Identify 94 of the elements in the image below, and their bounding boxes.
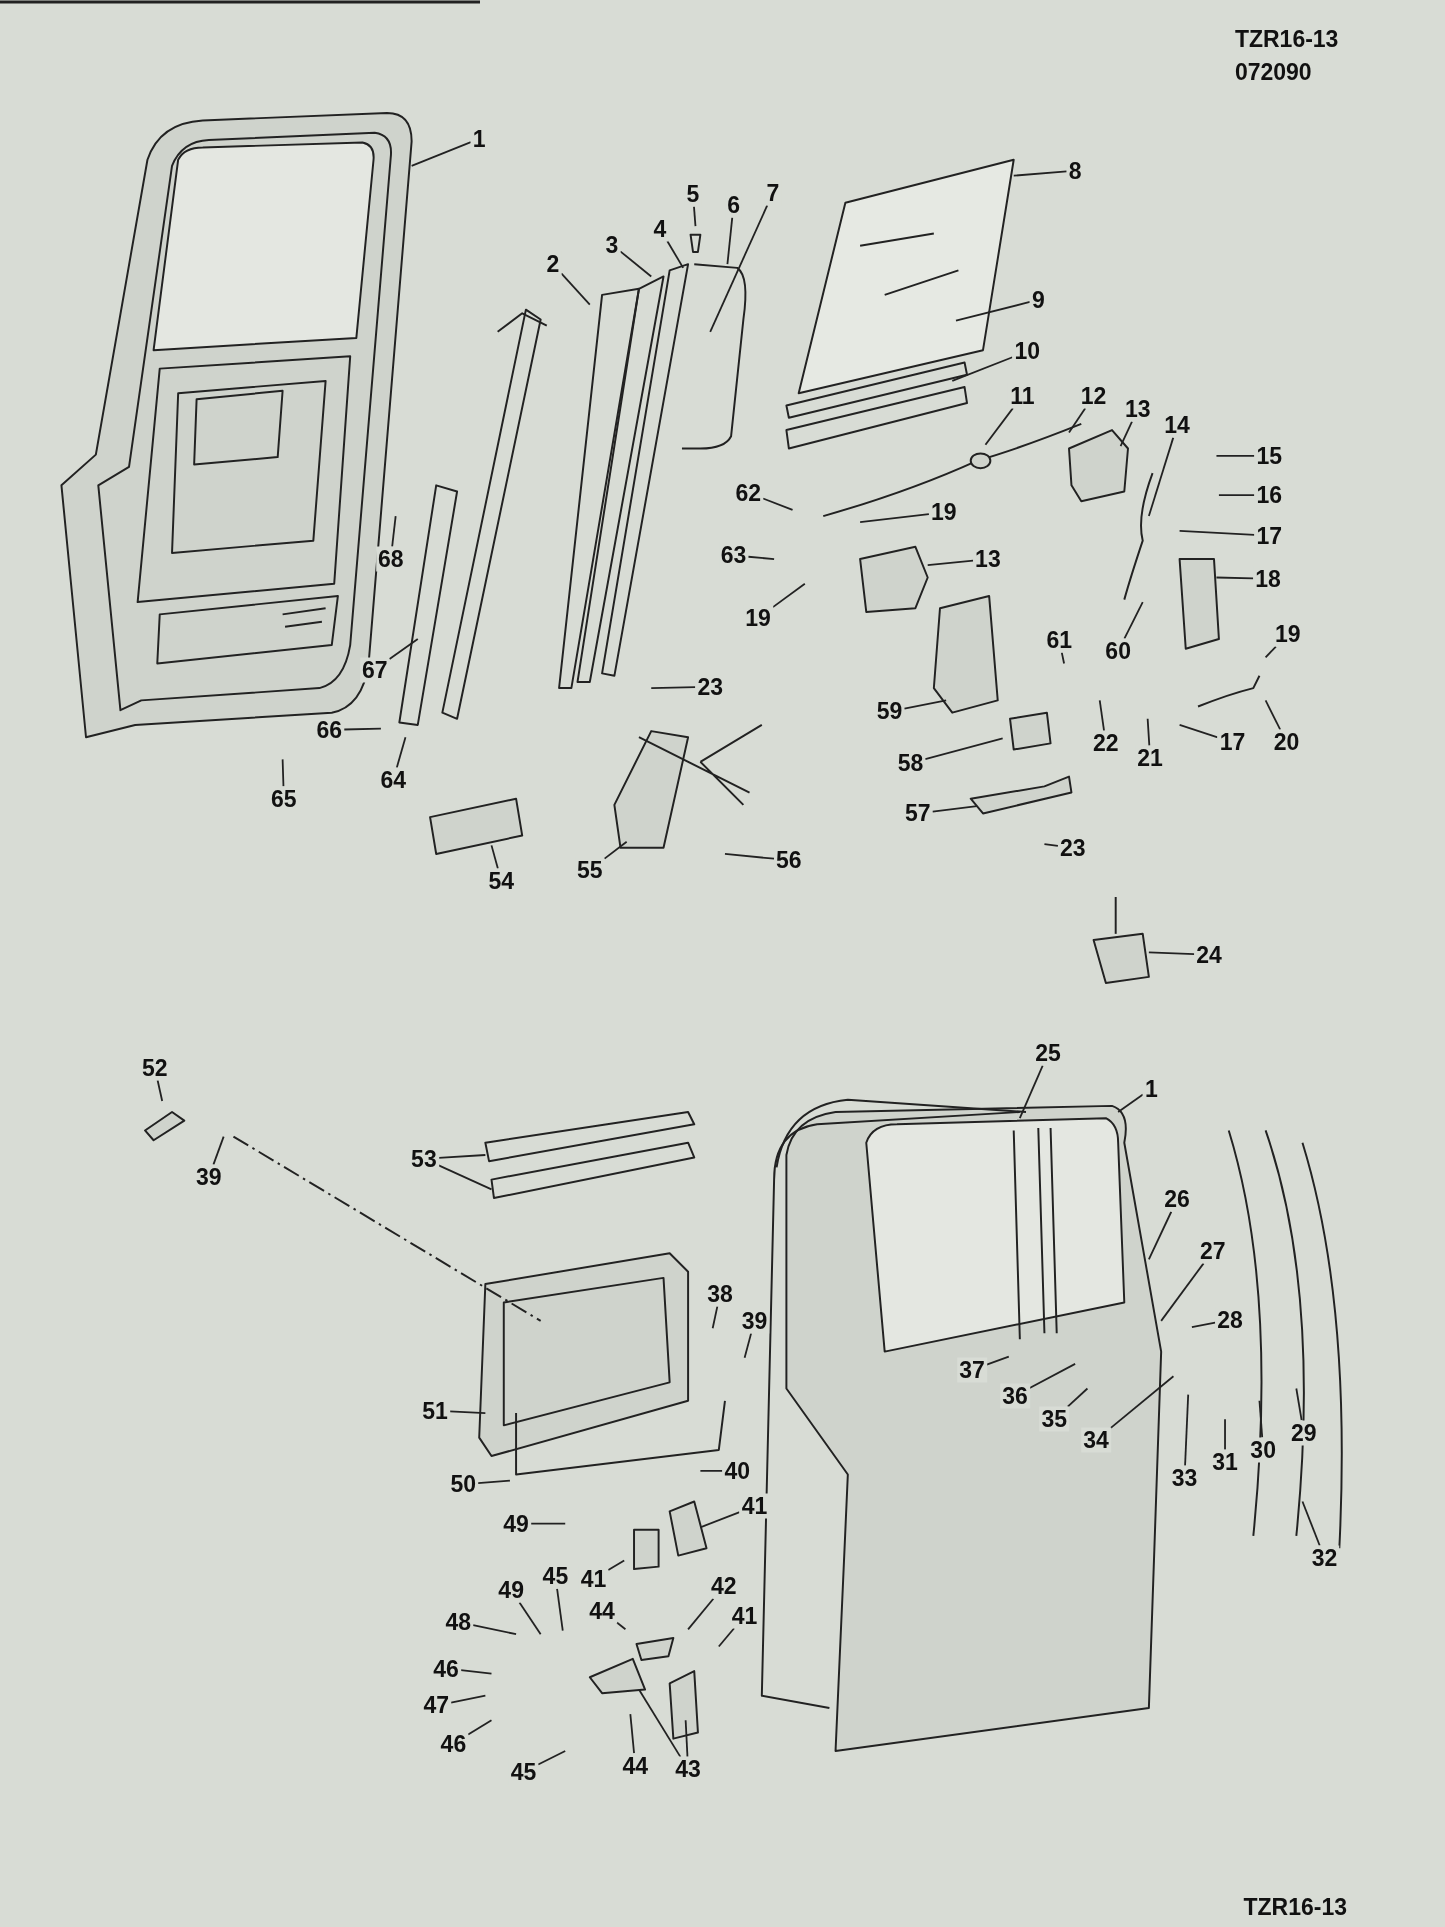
leader-line <box>984 407 1014 446</box>
leader-line <box>1123 601 1144 640</box>
leader-line <box>687 1597 715 1631</box>
callout-number: 30 <box>1248 1437 1278 1463</box>
leader-line <box>1258 1399 1264 1439</box>
leader-line <box>1264 699 1282 731</box>
leader-line <box>467 1719 493 1736</box>
leader-line <box>437 1154 487 1159</box>
leader-line <box>388 638 419 660</box>
drawing-number: TZR16-13 <box>1234 27 1339 52</box>
leader-line <box>650 686 697 689</box>
leader-line <box>437 1164 493 1191</box>
callout-number: 29 <box>1288 1420 1319 1446</box>
leader-line <box>1012 170 1068 177</box>
leader-line <box>281 758 285 788</box>
leader-line <box>1147 951 1196 955</box>
leader-line <box>709 204 769 333</box>
callout-number: 34 <box>1081 1427 1111 1453</box>
leader-line <box>985 1355 1010 1366</box>
leader-line <box>1215 454 1256 457</box>
leader-line <box>1301 1500 1321 1547</box>
leader-line <box>537 1750 567 1766</box>
leader-line <box>951 356 1014 382</box>
callout-number: 36 <box>1000 1383 1030 1409</box>
leader-line <box>619 250 653 278</box>
leader-line <box>762 497 794 511</box>
leader-line <box>903 699 948 710</box>
leader-line <box>450 1694 487 1704</box>
leader-line <box>1295 1387 1303 1422</box>
leader-line <box>1147 436 1175 517</box>
leader-line <box>472 1624 517 1636</box>
leader-line <box>391 515 397 548</box>
leader-line <box>726 216 734 266</box>
leader-line <box>1066 1387 1089 1408</box>
leader-line <box>560 272 591 306</box>
leader-line <box>1147 1210 1173 1261</box>
leader-line <box>1068 407 1087 434</box>
leader-line <box>1043 843 1059 847</box>
leader-line <box>156 1079 164 1102</box>
leader-line <box>490 844 499 870</box>
leader-line <box>1218 494 1256 497</box>
leader-line <box>1178 529 1256 536</box>
leader-line <box>1178 724 1219 739</box>
callout-number: 37 <box>957 1357 987 1383</box>
leader-line <box>711 1305 719 1330</box>
leader-line <box>743 1332 752 1359</box>
leader-line <box>747 555 775 560</box>
leader-line <box>699 1511 741 1529</box>
leader-line <box>1224 1418 1226 1451</box>
leader-line <box>693 205 697 227</box>
leader-line <box>638 1688 682 1758</box>
leader-line <box>395 736 407 769</box>
leader-line <box>1215 576 1255 580</box>
leader-line <box>666 240 685 269</box>
leader-line <box>629 1713 635 1755</box>
leader-line <box>448 1410 487 1414</box>
leader-line <box>1109 1375 1175 1429</box>
leader-line <box>603 840 628 860</box>
leader-line <box>859 513 930 524</box>
callout-number: 35 <box>1039 1406 1070 1432</box>
leader-line <box>931 805 978 813</box>
leader-line <box>772 582 806 609</box>
drawing-number: 072090 <box>1234 60 1312 85</box>
leader-line <box>699 1469 724 1472</box>
leader-line <box>955 301 1031 322</box>
leader-line <box>1119 420 1133 447</box>
leader-line <box>1028 1363 1077 1389</box>
leader-line <box>684 1719 689 1758</box>
leader-line <box>1018 1064 1044 1120</box>
leader-line <box>529 1522 567 1525</box>
leader-line <box>1117 1093 1144 1113</box>
leader-line <box>1191 1321 1217 1328</box>
leader-line <box>477 1479 511 1485</box>
leader-line <box>556 1588 564 1632</box>
leader-line <box>724 853 775 860</box>
leader-line <box>616 1621 627 1631</box>
leader-line <box>343 727 382 731</box>
callout-number: 67 <box>359 657 390 683</box>
leader-line <box>1184 1393 1190 1467</box>
leader-line <box>518 1601 542 1636</box>
leader-line <box>1160 1262 1205 1322</box>
leader-line <box>1060 651 1065 665</box>
leader-line <box>607 1559 626 1571</box>
leader-line <box>924 737 1004 760</box>
footer-drawing-number: TZR16-13 <box>1243 1894 1348 1919</box>
leader-line <box>717 1627 735 1648</box>
leader-line <box>459 1669 493 1675</box>
leader-line <box>410 141 472 167</box>
leader-line <box>1098 699 1105 732</box>
leader-line <box>926 559 974 567</box>
callout-number: 68 <box>375 546 406 572</box>
leader-line <box>212 1135 225 1166</box>
leader-line <box>1146 717 1151 747</box>
callout-number: 41 <box>739 1493 770 1519</box>
